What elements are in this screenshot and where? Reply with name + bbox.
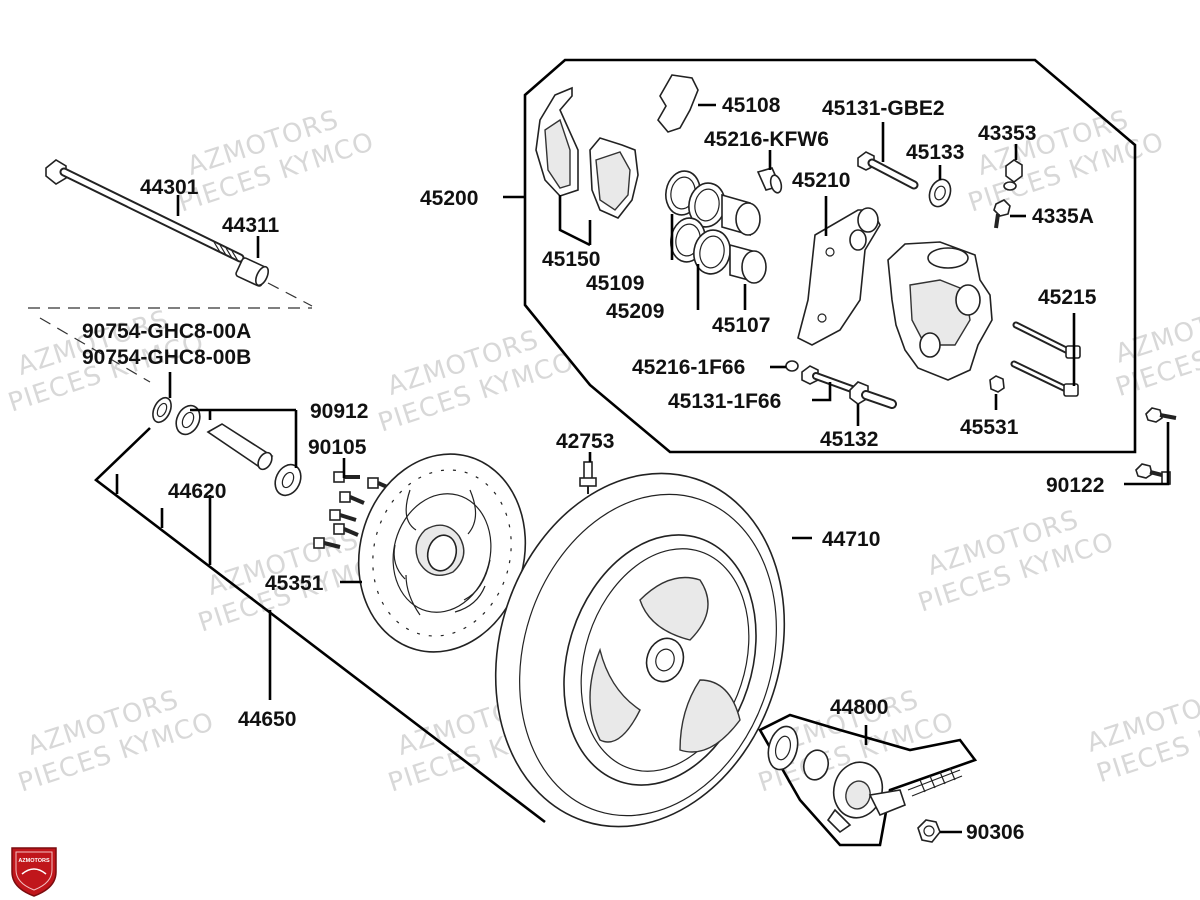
sleeve-pin-lower bbox=[785, 360, 799, 372]
caliper-bracket bbox=[797, 207, 881, 346]
label-90754-ghc8-00b: 90754-GHC8-00B bbox=[82, 346, 251, 369]
label-90912: 90912 bbox=[310, 400, 368, 423]
label-44800: 44800 bbox=[830, 696, 888, 719]
axle-collar bbox=[235, 257, 269, 287]
caliper-group-outline bbox=[523, 58, 1137, 454]
pin-bolt bbox=[849, 381, 897, 409]
label-45351: 45351 bbox=[265, 572, 324, 595]
pad-spring-clip bbox=[657, 74, 699, 133]
label-90306: 90306 bbox=[966, 821, 1024, 844]
label-44301: 44301 bbox=[140, 176, 199, 199]
label-90754-ghc8-00a: 90754-GHC8-00A bbox=[82, 320, 251, 343]
brake-pads bbox=[535, 86, 639, 219]
wheel-bearing-left bbox=[175, 404, 201, 436]
leader-bearing-group bbox=[94, 372, 546, 824]
label-45150: 45150 bbox=[542, 248, 600, 271]
label-45531: 45531 bbox=[960, 416, 1019, 439]
brake-disc bbox=[357, 453, 527, 653]
label-45132: 45132 bbox=[820, 428, 878, 451]
label-44311: 44311 bbox=[222, 214, 280, 237]
pin-boot bbox=[928, 178, 952, 208]
label-45215: 45215 bbox=[1038, 286, 1097, 309]
piston-seals bbox=[665, 170, 731, 275]
bleeder-screw bbox=[993, 159, 1023, 229]
front-axle-shaft bbox=[45, 159, 245, 263]
axle-centerline bbox=[28, 282, 313, 383]
label-44620: 44620 bbox=[168, 480, 226, 503]
speedo-gear-assembly bbox=[767, 725, 963, 834]
pad-pins bbox=[1010, 321, 1081, 397]
label-45210: 45210 bbox=[792, 169, 850, 192]
caliper-pistons bbox=[721, 193, 767, 284]
label-42753: 42753 bbox=[556, 430, 614, 453]
small-seal bbox=[989, 375, 1005, 393]
front-wheel-tire bbox=[494, 472, 786, 828]
label-45216-kfw6: 45216-KFW6 bbox=[704, 128, 829, 151]
tire-valve bbox=[579, 461, 597, 494]
azmotors-logo: AZMOTORS bbox=[11, 847, 57, 897]
disc-bolts bbox=[313, 471, 393, 549]
label-45200: 45200 bbox=[420, 187, 478, 210]
label-90122: 90122 bbox=[1046, 474, 1104, 497]
leader-45150 bbox=[558, 195, 591, 247]
oil-seal bbox=[152, 396, 172, 424]
leader-90122 bbox=[1124, 422, 1170, 486]
label-45209: 45209 bbox=[606, 300, 664, 323]
label-45131-gbe2: 45131-GBE2 bbox=[822, 97, 945, 120]
hose-guide-bolts bbox=[1135, 407, 1177, 485]
label-45216-1f66: 45216-1F66 bbox=[632, 356, 745, 379]
axle-nut bbox=[917, 819, 941, 843]
caliper-pin-bolt-upper bbox=[857, 151, 919, 190]
part-labels: 44301 44311 90754-GHC8-00A 90754-GHC8-00… bbox=[82, 94, 1104, 844]
label-90105: 90105 bbox=[308, 436, 367, 459]
caliper-body bbox=[887, 241, 993, 381]
label-45107: 45107 bbox=[712, 314, 770, 337]
speedo-group-outline bbox=[758, 713, 978, 847]
label-44710: 44710 bbox=[822, 528, 880, 551]
leader-45131-1f66 bbox=[812, 382, 832, 402]
logo-text: AZMOTORS bbox=[18, 858, 50, 864]
label-43353: 43353 bbox=[978, 122, 1036, 145]
label-45131-1f66: 45131-1F66 bbox=[668, 390, 781, 413]
label-4335a: 4335A bbox=[1032, 205, 1094, 228]
label-45109: 45109 bbox=[586, 272, 644, 295]
wheel-bearing-right bbox=[274, 463, 302, 497]
sleeve-pin-upper bbox=[756, 167, 783, 194]
distance-collar bbox=[206, 423, 274, 471]
label-45108: 45108 bbox=[722, 94, 781, 117]
label-44650: 44650 bbox=[238, 708, 296, 731]
label-45133: 45133 bbox=[906, 141, 964, 164]
